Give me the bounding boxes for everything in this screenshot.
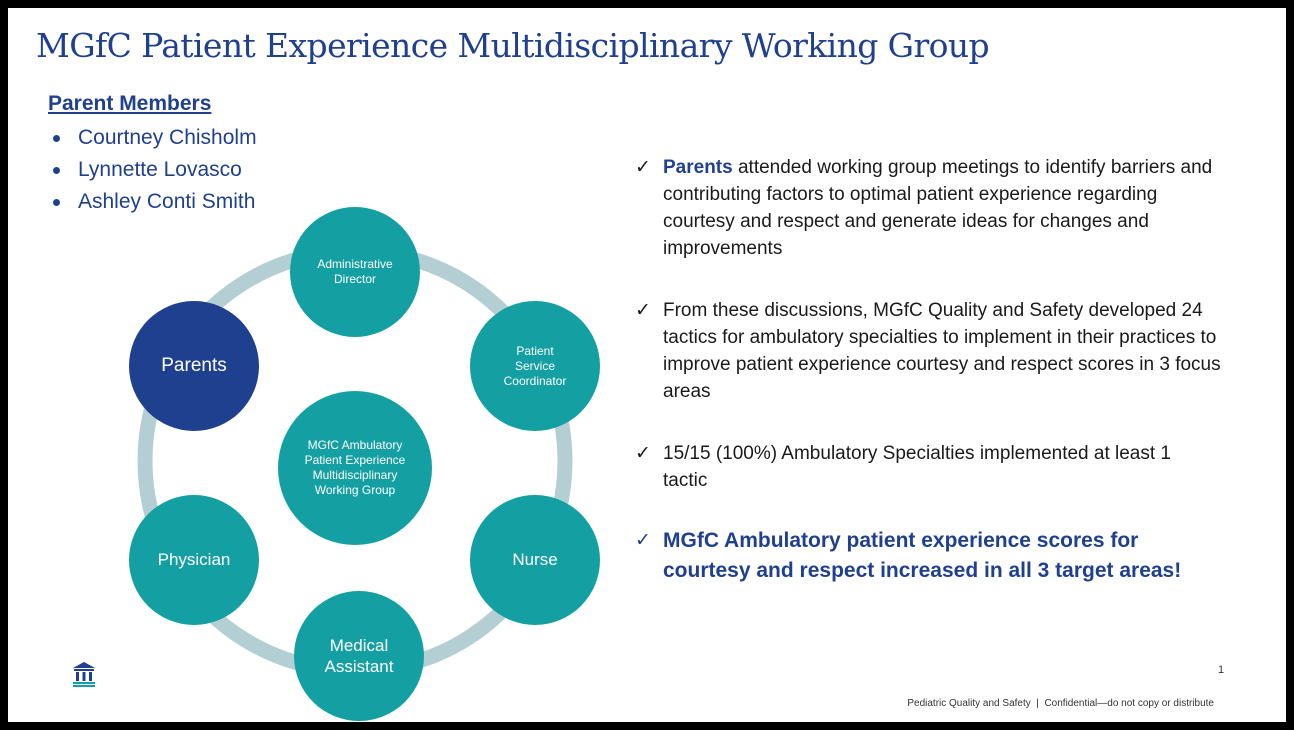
node-patient-service-coordinator: Patient Service Coordinator — [470, 301, 600, 431]
point-tactics-developed: ✓ From these discussions, MGfC Quality a… — [635, 297, 1223, 405]
node-nurse: Nurse — [470, 495, 600, 625]
check-icon: ✓ — [635, 300, 651, 321]
node-physician: Physician — [129, 495, 259, 625]
point-parents-attended: ✓ Parents attended working group meeting… — [635, 154, 1223, 262]
check-icon: ✓ — [635, 443, 651, 464]
node-administrative-director: Administrative Director — [290, 207, 420, 337]
check-icon: ✓ — [635, 157, 651, 178]
node-parents: Parents — [129, 301, 259, 431]
bullet-icon — [53, 198, 60, 206]
list-item: Lynnette Lovasco — [48, 154, 257, 186]
footer-text: Pediatric Quality and Safety | Confident… — [907, 698, 1214, 709]
page-number: 1 — [1218, 664, 1225, 676]
list-item: Courtney Chisholm — [48, 122, 257, 154]
list-item: Ashley Conti Smith — [48, 186, 257, 218]
working-group-cycle-diagram: MGfC Ambulatory Patient Experience Multi… — [8, 8, 1286, 722]
slide: MGfC Patient Experience Multidisciplinar… — [8, 8, 1286, 722]
check-icon: ✓ — [635, 530, 651, 551]
center-node: MGfC Ambulatory Patient Experience Multi… — [278, 391, 432, 545]
parent-members-list: Courtney Chisholm Lynnette Lovasco Ashle… — [48, 122, 257, 218]
node-medical-assistant: Medical Assistant — [294, 591, 424, 721]
point-scores-increased: ✓ MGfC Ambulatory patient experience sco… — [635, 526, 1203, 586]
bullet-icon — [53, 166, 60, 174]
point-specialties-implemented: ✓ 15/15 (100%) Ambulatory Specialties im… — [635, 440, 1208, 494]
bullet-icon — [53, 134, 60, 142]
parent-members-heading: Parent Members — [48, 92, 212, 115]
slide-title: MGfC Patient Experience Multidisciplinar… — [36, 26, 990, 65]
point-emphasis: Parents — [663, 157, 733, 178]
hospital-pillars-icon — [71, 660, 97, 693]
